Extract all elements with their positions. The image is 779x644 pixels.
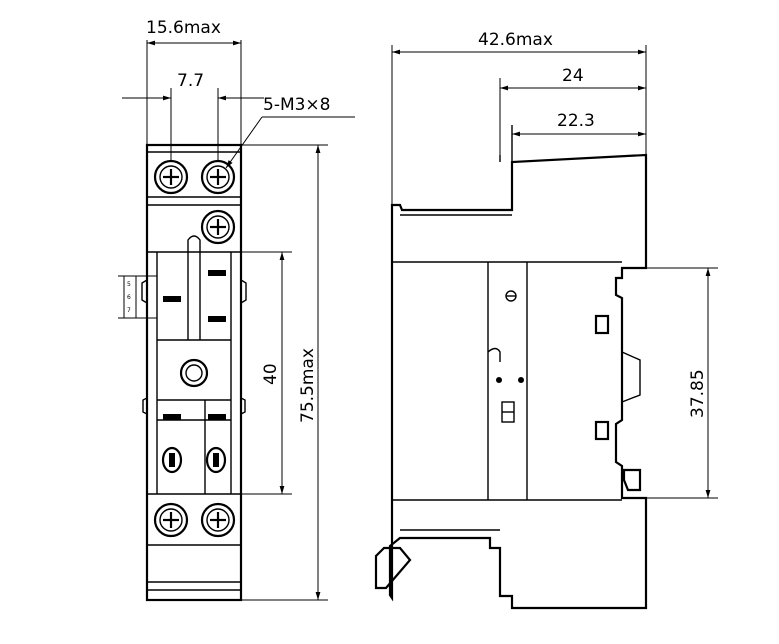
- screw-bottom-right: [200, 502, 236, 538]
- depth-dimension-label: 42.6max: [478, 30, 553, 50]
- window-upper: [594, 314, 610, 335]
- screw-mid: [200, 209, 236, 245]
- front-outline: [145, 143, 243, 602]
- window-lower: [594, 420, 610, 441]
- pin-label-1: 5: [127, 281, 131, 288]
- pin-label-2: 6: [127, 294, 131, 301]
- height-dimension-label: 75.5max: [298, 348, 318, 423]
- side-view: 42.6max 24 22.3 37.85: [374, 30, 718, 610]
- center-hole: [179, 358, 209, 388]
- screw-spec-label: 5-M3×8: [263, 95, 331, 115]
- screw-top-right: [200, 159, 236, 195]
- pin-label-3: 7: [127, 307, 131, 314]
- screw-top-left: [153, 159, 189, 195]
- depth3-dimension-label: 22.3: [557, 111, 595, 131]
- depth2-dimension-label: 24: [562, 66, 584, 86]
- rail-dimension-label: 37.85: [688, 369, 708, 418]
- screw-bottom-left: [153, 502, 189, 538]
- pitch-dimension-label: 7.7: [177, 71, 204, 91]
- inner-dimension-label: 40: [261, 363, 281, 385]
- width-dimension-label: 15.6max: [146, 18, 221, 38]
- side-outline: [388, 153, 648, 610]
- front-view: 5 6 7 15.6max 7.7 5-M3×8 75.5max 40: [118, 18, 355, 602]
